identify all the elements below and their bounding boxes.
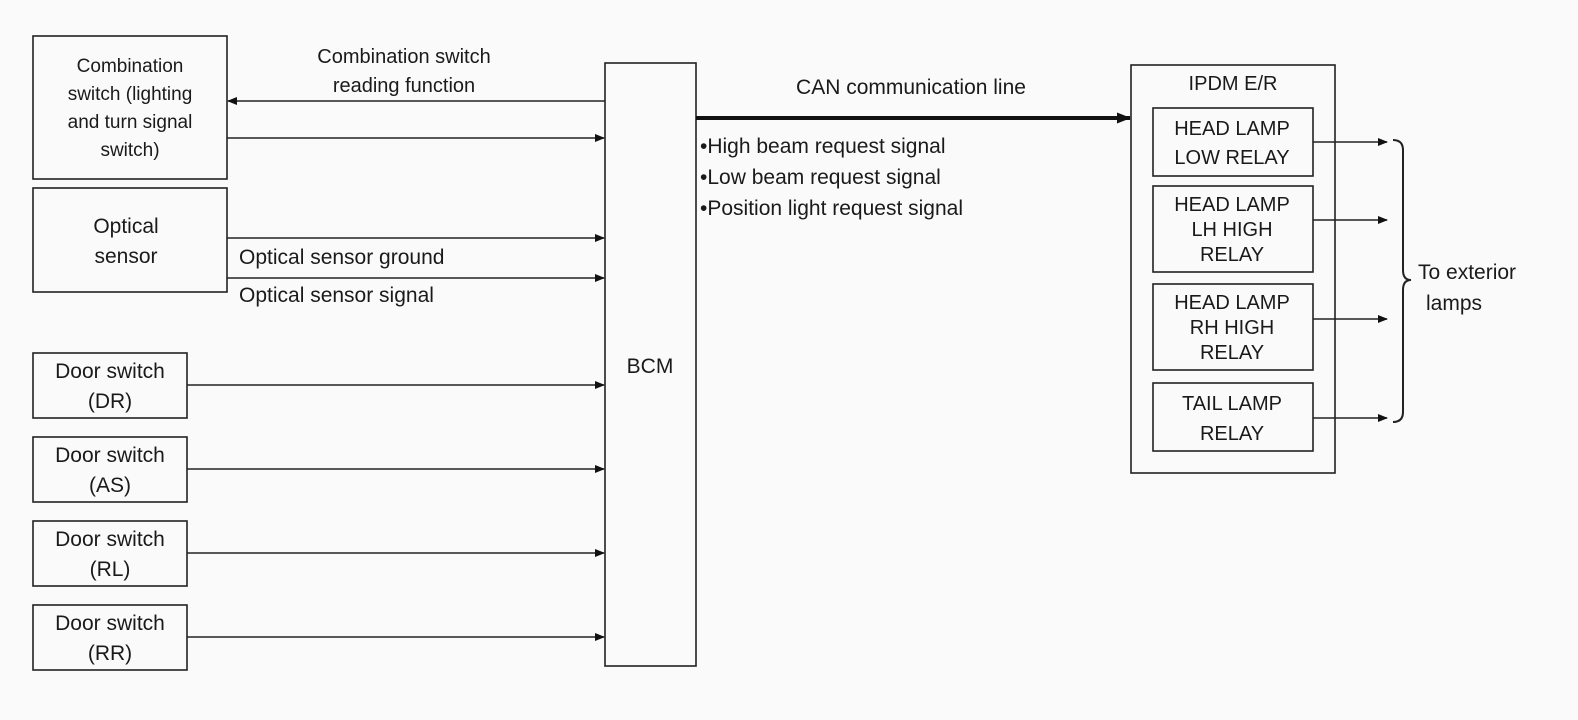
relay-tail-lamp: TAIL LAMP RELAY — [1152, 382, 1314, 452]
ipdm-er-block: IPDM E/R HEAD LAMP LOW RELAY HEAD LAMP L… — [1130, 64, 1336, 474]
door-switch-rl-line-1: Door switch — [55, 528, 165, 551]
relay-head-lamp-low: HEAD LAMP LOW RELAY — [1152, 107, 1314, 177]
combination-switch-block: Combination switch (lighting and turn si… — [32, 35, 228, 180]
optical-sensor-line-2: sensor — [94, 245, 157, 268]
door-switch-as-line-1: Door switch — [55, 444, 165, 467]
exterior-label-line-1: To exterior — [1418, 261, 1516, 284]
relay-tail-lamp-line-1: TAIL LAMP — [1182, 393, 1282, 415]
relay-rh-high-line-2: RH HIGH — [1190, 317, 1274, 339]
door-switch-rl-line-2: (RL) — [90, 558, 131, 581]
signal-low-beam: •Low beam request signal — [700, 166, 941, 189]
door-switch-as: Door switch (AS) — [32, 436, 188, 503]
relay-lh-high-line-1: HEAD LAMP — [1174, 194, 1290, 216]
relay-lh-high-line-3: RELAY — [1200, 244, 1264, 266]
optical-signal-label: Optical sensor signal — [239, 284, 434, 307]
door-switch-rr-line-2: (RR) — [88, 642, 132, 665]
door-switch-rr-line-1: Door switch — [55, 612, 165, 635]
ipdm-title: IPDM E/R — [1189, 73, 1278, 95]
combination-reading-line-2: reading function — [333, 75, 475, 97]
relay-head-lamp-low-line-2: LOW RELAY — [1174, 147, 1289, 169]
can-line-label: CAN communication line — [796, 76, 1026, 99]
relay-head-lamp-low-line-1: HEAD LAMP — [1174, 118, 1290, 140]
door-switch-rl: Door switch (RL) — [32, 520, 188, 587]
relay-head-lamp-lh-high: HEAD LAMP LH HIGH RELAY — [1152, 185, 1314, 273]
combination-switch-line-1: Combination — [77, 56, 184, 77]
signal-high-beam: •High beam request signal — [700, 135, 946, 158]
relay-lh-high-line-2: LH HIGH — [1191, 219, 1272, 241]
exterior-label-line-2: lamps — [1426, 292, 1482, 315]
bcm-block: BCM — [604, 62, 697, 667]
door-switch-dr: Door switch (DR) — [32, 352, 188, 419]
combination-reading-line-1: Combination switch — [317, 46, 490, 68]
relay-tail-lamp-line-2: RELAY — [1200, 423, 1264, 445]
optical-ground-label: Optical sensor ground — [239, 246, 444, 269]
combination-reading-label: Combination switch reading function — [317, 46, 490, 97]
relay-rh-high-line-1: HEAD LAMP — [1174, 292, 1290, 314]
optical-sensor-block: Optical sensor — [32, 187, 228, 293]
signal-position-light: •Position light request signal — [700, 197, 963, 220]
door-switch-dr-line-1: Door switch — [55, 360, 165, 383]
door-switch-rr: Door switch (RR) — [32, 604, 188, 671]
relay-head-lamp-rh-high: HEAD LAMP RH HIGH RELAY — [1152, 283, 1314, 371]
bcm-label: BCM — [627, 355, 674, 378]
door-switch-dr-line-2: (DR) — [88, 390, 132, 413]
door-switch-as-line-2: (AS) — [89, 474, 131, 497]
combination-switch-line-3: and turn signal — [68, 112, 193, 133]
combination-switch-line-2: switch (lighting — [68, 84, 193, 105]
relay-rh-high-line-3: RELAY — [1200, 342, 1264, 364]
curly-bracket — [1392, 139, 1412, 423]
optical-sensor-line-1: Optical — [93, 215, 158, 238]
exterior-lamps-label: To exterior lamps — [1418, 261, 1516, 315]
combination-switch-line-4: switch) — [100, 140, 159, 161]
